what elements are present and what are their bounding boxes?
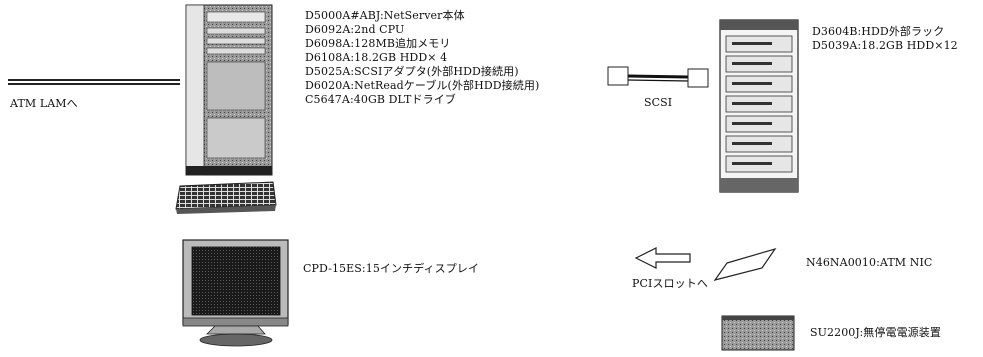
server-part: D6092A:2nd CPU bbox=[305, 23, 405, 36]
server-tower-image bbox=[185, 4, 273, 176]
monitor-image bbox=[182, 239, 289, 347]
server-part: D6108A:18.2GB HDD× 4 bbox=[305, 51, 448, 64]
rack-parts-list: D3604B:HDD外部ラック D5039A:18.2GB HDD×12 bbox=[812, 25, 958, 53]
nic-label: N46NA0010:ATM NIC bbox=[806, 256, 933, 269]
pci-label: PCIスロットへ bbox=[632, 277, 708, 290]
server-part: D5025A:SCSIアダプタ(外部HDD接続用) bbox=[305, 65, 519, 78]
monitor-label: CPD-15ES:15インチディスプレイ bbox=[303, 262, 480, 275]
server-part: D5000A#ABJ:NetServer本体 bbox=[305, 9, 465, 22]
atm-label: ATM LAMへ bbox=[10, 97, 78, 110]
rack-part: D5039A:18.2GB HDD×12 bbox=[812, 39, 958, 52]
scsi-cable bbox=[607, 66, 709, 88]
rack-part: D3604B:HDD外部ラック bbox=[812, 25, 945, 38]
hdd-rack-image bbox=[719, 19, 799, 193]
server-part: C5647A:40GB DLTドライブ bbox=[305, 93, 456, 106]
pci-arrow bbox=[634, 247, 691, 269]
ups-image bbox=[721, 315, 795, 351]
atm-line bbox=[8, 79, 180, 85]
server-parts-list: D5000A#ABJ:NetServer本体 D6092A:2nd CPU D6… bbox=[305, 9, 539, 107]
keyboard-image bbox=[175, 181, 277, 214]
scsi-label: SCSI bbox=[644, 96, 673, 109]
nic-card-image bbox=[713, 247, 777, 281]
server-part: D6020A:NetReadケーブル(外部HDD接続用) bbox=[305, 79, 540, 92]
ups-label: SU2200J:無停電電源装置 bbox=[810, 326, 941, 339]
server-part: D6098A:128MB追加メモリ bbox=[305, 37, 451, 50]
